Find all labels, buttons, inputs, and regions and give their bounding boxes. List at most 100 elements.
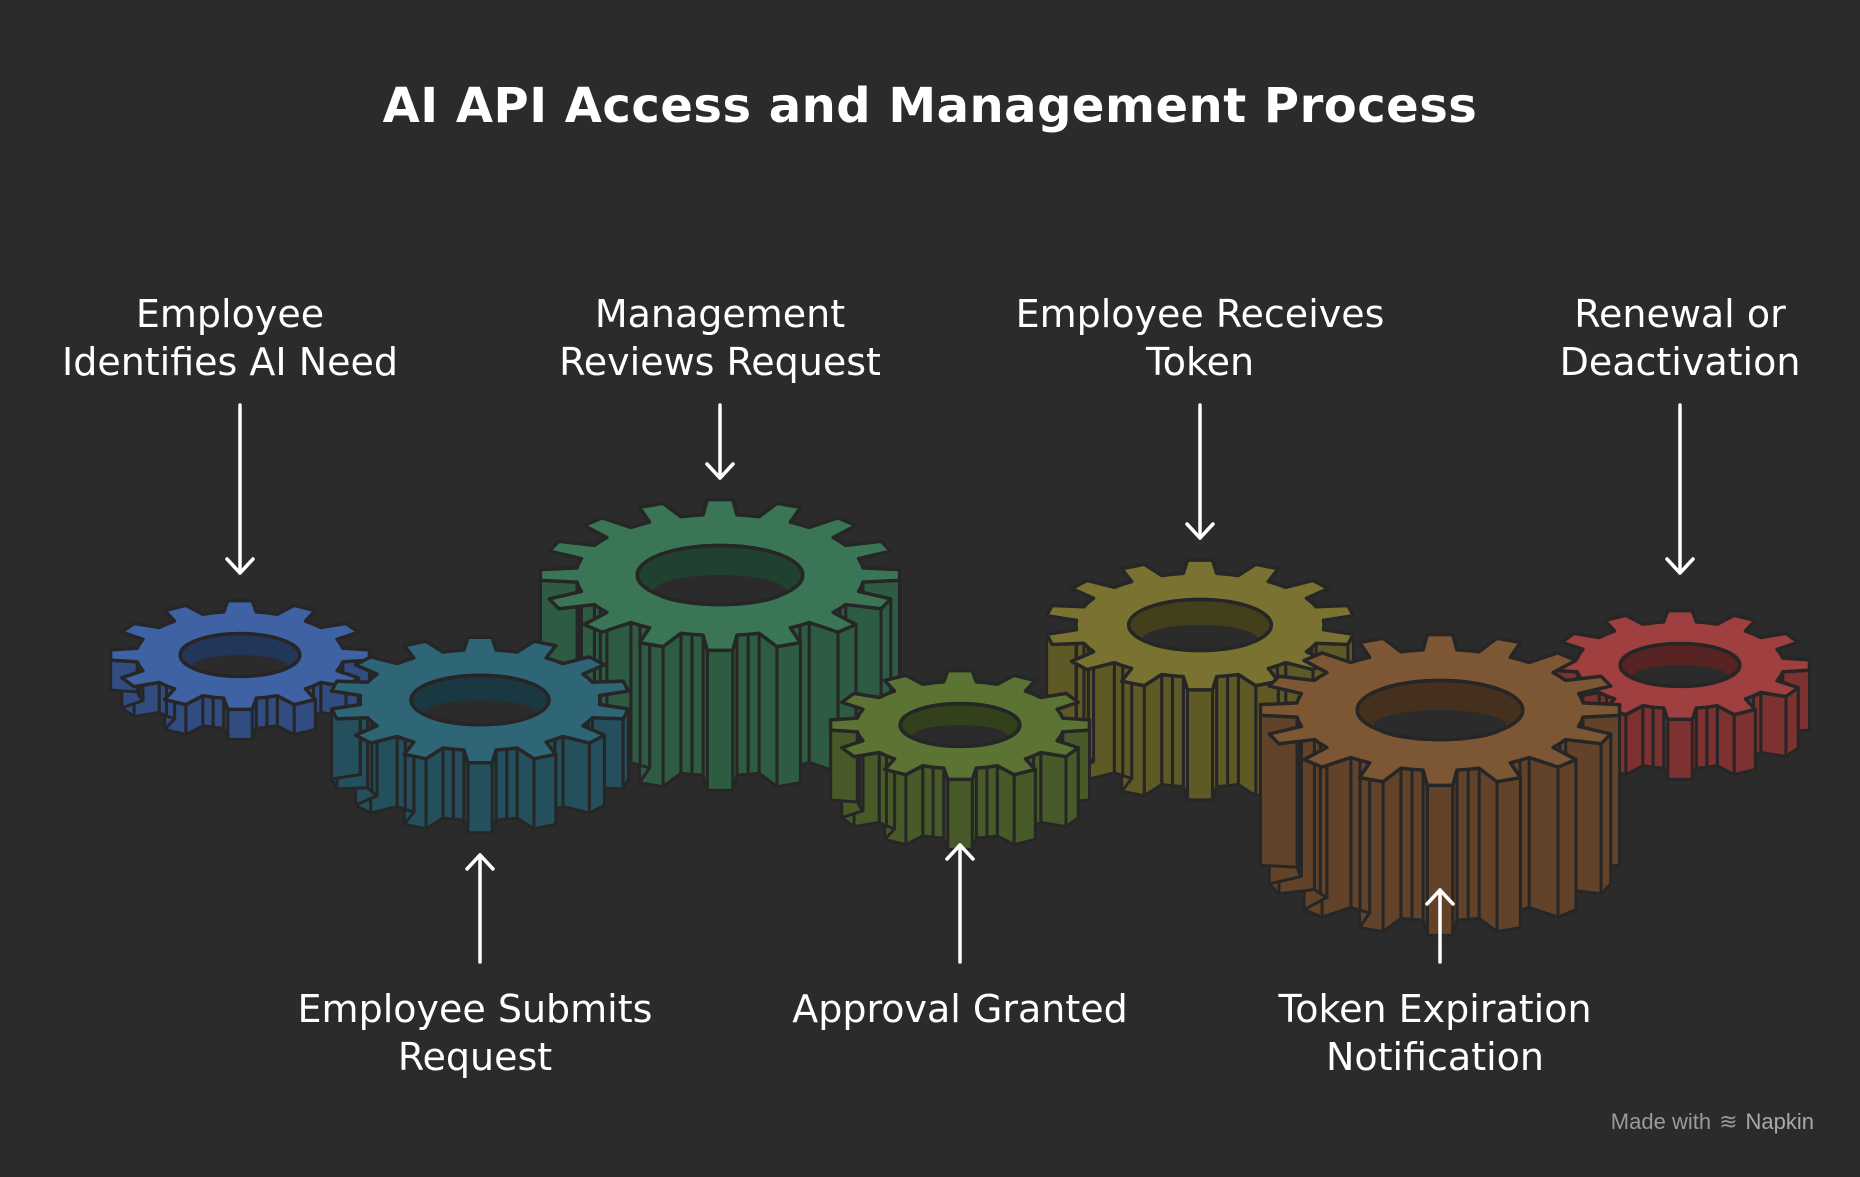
step-label-renewal-or-deactivation: Renewal or Deactivation [1559,292,1801,384]
gear-hole-rim [1618,641,1742,689]
gear-side-face [532,752,558,831]
gear-hole-rim [1355,678,1525,742]
gear-hole-rim [409,673,551,727]
gear-hole-shadow [1632,665,1728,688]
step-label-approval-granted: Approval Granted [792,987,1128,1031]
gear-side-face [1039,750,1068,829]
gear-side-face [1012,768,1037,847]
gear-side-face [1410,767,1425,922]
gear-side-face [1705,704,1719,769]
gear-side-face [1715,704,1736,777]
gear-hole-shadow [424,700,536,727]
arrow-1 [225,403,255,575]
napkin-logo-icon: ≋ [1719,1109,1738,1134]
gear-side-face [1455,767,1470,922]
gear-6 [1258,632,1622,937]
gear-side-face [1160,673,1174,788]
arrow-3 [705,403,735,480]
gear-side-face [254,695,269,730]
gear-side-face [1226,673,1240,788]
gear-side-face [735,632,750,777]
arrow-4 [945,843,975,964]
gear-hole-rim [898,701,1022,749]
gear-side-face [265,694,279,729]
gear-side-face [829,728,859,804]
arrow-5 [1185,403,1215,540]
gear-hole-shadow [192,655,288,678]
gear-hole-shadow [653,575,787,607]
arrow-head [225,557,255,575]
gear-side-face [451,747,466,822]
gear-side-face [775,641,802,789]
gear-side-face [211,695,226,730]
gear-side-face [974,765,989,840]
gear-hole-shadow [912,725,1008,748]
gear-3 [538,497,902,792]
gear-hole-rim [178,631,302,679]
gear-side-face [226,707,254,741]
arrow-head [945,843,975,861]
arrow-2 [465,853,495,964]
gear-side-face [424,746,445,831]
gear-side-face [1694,705,1709,770]
gear-side-face [679,631,694,776]
gear-side-face [931,765,946,840]
watermark-prefix: Made with [1610,1109,1712,1134]
gear-side-face [985,764,999,839]
step-label-token-expiration-notification: Token Expiration Notification [1278,987,1592,1079]
gear-side-face [1759,690,1788,759]
step-label-employee-submits-request: Employee Submits Request [297,987,653,1079]
gear-side-face [1651,705,1666,770]
gear-side-face [1666,717,1694,781]
gear-side-face [201,694,215,729]
gear-hole-shadow [1142,625,1258,652]
gear-side-face [946,777,974,851]
gear-4 [828,668,1092,851]
gear-side-face [1215,674,1230,789]
arrow-head [1425,888,1455,906]
gear-side-face [746,631,761,776]
step-label-employee-receives-token: Employee Receives Token [1015,292,1385,384]
arrow-head [705,462,735,480]
gear-2 [329,635,631,835]
gear-side-face [561,734,591,815]
gear-side-face [661,631,683,789]
gear-side-face [904,764,925,847]
gear-side-face [1784,686,1800,759]
gear-side-face [1466,766,1481,921]
gear-side-face [587,733,606,815]
step-label-management-reviews-request: Management Reviews Request [559,292,881,384]
gear-side-face [466,761,494,835]
gear-side-face [1064,746,1080,829]
arrow-7 [1665,403,1695,575]
gear-side-face [690,632,705,777]
gear-side-face [757,631,779,789]
gear-side-face [1527,755,1560,919]
gear-side-face [1185,688,1215,802]
arrow-head [465,853,495,871]
step-label-employee-identifies-ai-need: Employee Identifies AI Need [61,292,399,384]
gear-side-face [441,746,455,821]
arrow-head [1185,522,1215,540]
gear-side-face [1170,674,1185,789]
gear-side-face [1732,708,1757,777]
gear-side-face [1495,776,1522,934]
gear-side-face [705,648,735,792]
arrow-head [1665,557,1695,575]
gear-side-face [1641,704,1655,769]
gear-side-face [1399,766,1414,921]
gear-hole-rim [1126,597,1274,653]
watermark-brand: Napkin [1745,1109,1814,1134]
gear-side-face [995,764,1016,847]
gear-hole-rim [635,543,805,607]
gear-side-face [1624,704,1645,777]
arrow-6 [1425,888,1455,964]
gear-side-face [515,746,536,831]
diagram-title: AI API Access and Management Process [382,78,1478,134]
gear-side-face [1142,673,1164,798]
gear-side-face [1236,673,1258,798]
gear-side-face [505,746,519,821]
gear-side-face [921,764,935,839]
